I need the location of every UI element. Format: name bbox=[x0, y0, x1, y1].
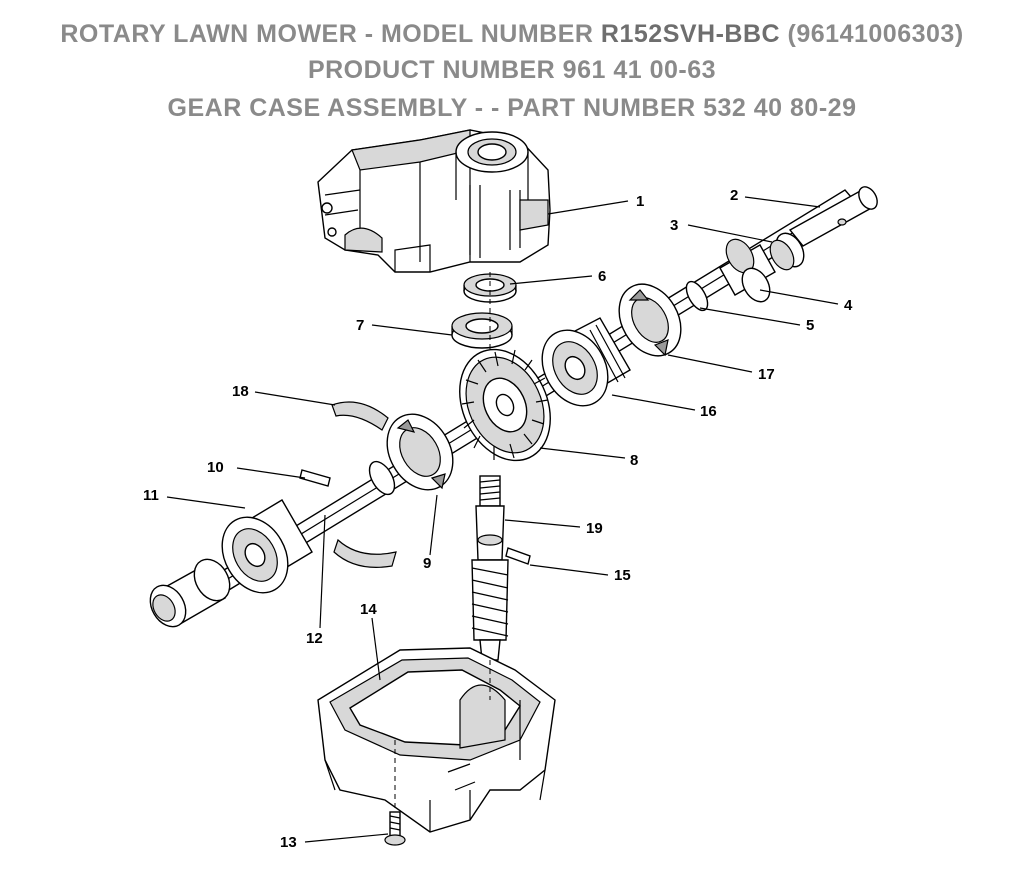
worm-shaft-19 bbox=[471, 475, 509, 661]
clutch-dog-17 bbox=[618, 283, 682, 357]
bearing-6 bbox=[463, 273, 517, 303]
title-prefix: ROTARY LAWN MOWER - MODEL NUMBER bbox=[60, 20, 594, 48]
callout-9: 9 bbox=[423, 555, 431, 572]
callout-1: 1 bbox=[636, 193, 644, 210]
callout-5: 5 bbox=[806, 317, 814, 334]
product-number: PRODUCT NUMBER 961 41 00-63 bbox=[307, 56, 717, 84]
callout-3: 3 bbox=[670, 217, 678, 234]
assembly-title: GEAR CASE ASSEMBLY - - PART NUMBER 532 4… bbox=[167, 94, 857, 122]
callout-14: 14 bbox=[360, 601, 377, 618]
bearing-7 bbox=[451, 312, 513, 349]
drive-pulley-16 bbox=[541, 317, 631, 407]
pin-10 bbox=[299, 469, 331, 487]
callout-11: 11 bbox=[143, 487, 159, 504]
callout-18: 18 bbox=[232, 383, 249, 400]
callout-8: 8 bbox=[630, 452, 638, 469]
collar-3 bbox=[769, 232, 805, 271]
callout-4: 4 bbox=[844, 297, 853, 314]
drive-pulley-11 bbox=[221, 499, 313, 594]
clutch-dog-9 bbox=[386, 413, 454, 491]
callout-17: 17 bbox=[758, 366, 775, 383]
washer-left bbox=[368, 460, 396, 496]
bushing-half-lower bbox=[333, 538, 397, 568]
callout-2: 2 bbox=[730, 187, 738, 204]
leader-lines bbox=[166, 196, 839, 843]
model-code: (96141006303) bbox=[787, 20, 964, 48]
callout-10: 10 bbox=[207, 459, 224, 476]
bushing-4 bbox=[719, 238, 776, 303]
washer-5 bbox=[685, 280, 709, 312]
model-number: R152SVH-BBC bbox=[600, 20, 781, 48]
callout-12: 12 bbox=[306, 630, 323, 647]
callout-19: 19 bbox=[586, 520, 603, 537]
screw-13 bbox=[384, 811, 406, 846]
callout-6: 6 bbox=[598, 268, 606, 285]
lower-gear-case bbox=[317, 647, 556, 833]
left-hub bbox=[149, 558, 231, 628]
callout-15: 15 bbox=[614, 567, 631, 584]
pin-15 bbox=[505, 547, 531, 565]
upper-gear-case bbox=[317, 129, 551, 273]
bushing-half-18 bbox=[331, 401, 389, 431]
callout-16: 16 bbox=[700, 403, 717, 420]
bevel-gear-8 bbox=[459, 348, 551, 462]
callout-13: 13 bbox=[280, 834, 297, 851]
diagram-title: ROTARY LAWN MOWER - MODEL NUMBER R152SVH… bbox=[0, 20, 1024, 49]
callout-7: 7 bbox=[356, 317, 364, 334]
